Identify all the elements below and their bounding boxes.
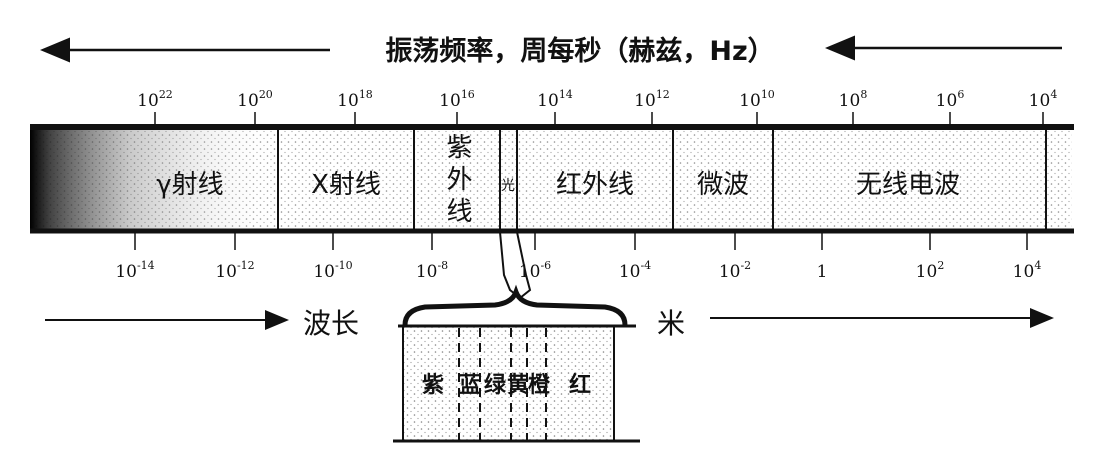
frequency-tick-label: 108	[839, 88, 868, 111]
frequency-tick-label: 1010	[739, 88, 775, 111]
visible-color-label: 橙	[528, 373, 551, 398]
band-label: X射线	[311, 170, 381, 200]
visible-color-label: 绿	[484, 372, 507, 398]
visible-brace	[402, 284, 628, 326]
wavelength-tick-label: 102	[916, 259, 945, 282]
wavelength-tick-label: 10-12	[215, 259, 254, 282]
visible-color-label: 紫	[422, 372, 444, 398]
visible-color-label: 黄	[507, 373, 529, 398]
wavelength-tick-label: 10-2	[719, 259, 751, 282]
wavelength-label: 波长	[303, 307, 359, 340]
frequency-tick-label: 106	[936, 88, 965, 111]
wavelength-tick-label: 10-8	[416, 259, 448, 282]
frequency-tick-label: 1012	[634, 88, 670, 111]
wavelength-tick-label: 10-4	[619, 259, 651, 282]
spectrum-band	[30, 124, 1074, 234]
frequency-tick-label: 1020	[237, 88, 273, 111]
frequency-tick-label: 1022	[137, 88, 173, 111]
wavelength-tick-label: 10-10	[313, 259, 352, 282]
frequency-tick-label: 1018	[337, 88, 373, 111]
band-label-ultraviolet: 紫外线	[442, 133, 472, 229]
wavelength-unit: 米	[657, 307, 685, 340]
band-label: 红外线	[556, 170, 634, 200]
wavelength-tick-label: 10-14	[115, 259, 154, 282]
visible-color-label: 红	[569, 372, 591, 398]
wavelength-tick-label: 104	[1013, 259, 1042, 282]
wavelength-tick-label: 1	[817, 262, 828, 282]
band-label: 无线电波	[856, 170, 960, 200]
frequency-tick-label: 104	[1029, 88, 1058, 111]
frequency-tick-label: 1016	[439, 88, 475, 111]
band-label: 微波	[697, 170, 749, 200]
visible-color-label: 蓝	[459, 373, 481, 398]
band-label: 光	[501, 178, 515, 194]
visible-spectrum-box	[393, 324, 640, 443]
frequency-tick-label: 1014	[537, 88, 573, 111]
frequency-axis-title: 振荡频率，周每秒（赫兹，Hz）	[385, 35, 774, 67]
band-label: γ射线	[156, 170, 223, 200]
